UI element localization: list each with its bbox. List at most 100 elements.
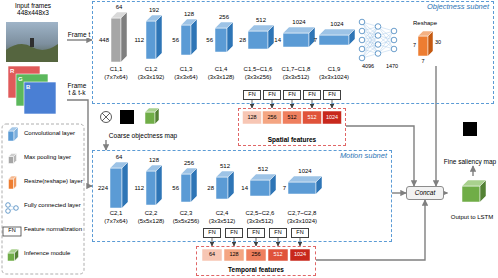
feature-cell — [323, 111, 342, 124]
layer-name: C1,3 — [180, 66, 193, 72]
layer-name: C1,5~C1,6 — [244, 66, 273, 72]
conv-layer-block — [215, 28, 227, 52]
layer-name: C2,3 — [180, 210, 193, 216]
conv-layer-block — [283, 33, 309, 47]
fc-neuron — [391, 46, 397, 52]
dimension-label: 7 — [413, 43, 416, 49]
conv-layer-block — [268, 25, 274, 49]
feature-cell — [263, 111, 282, 124]
legend-sample-text: FN — [8, 228, 15, 234]
reshape-block — [428, 31, 433, 56]
legend-swatch — [9, 157, 14, 164]
layer-name: C2,1 — [110, 210, 123, 216]
dimension-label: 512 — [258, 166, 268, 172]
dimension-label: 224 — [98, 185, 108, 191]
b-plane — [24, 82, 56, 114]
fn-box: FN — [243, 90, 261, 100]
fn-box-text: FN — [288, 92, 295, 98]
feature-dimension: 128 — [247, 115, 256, 121]
legend-swatch — [14, 127, 18, 141]
legend-text: Feature normalization — [24, 226, 84, 233]
legend-text: Max pooling layer — [24, 154, 84, 161]
legend-swatch — [6, 209, 11, 214]
legend-text: Resize(reshape) layer — [24, 178, 84, 185]
input-frames-text: Input frames 448x448x3 — [0, 2, 67, 17]
conv-layer-block — [146, 21, 156, 59]
legend-swatch — [8, 253, 15, 261]
feature-cell — [202, 249, 222, 261]
fn-box: FN — [263, 90, 281, 100]
dimension-label: 1024 — [298, 168, 311, 174]
conv-layer-block — [227, 22, 233, 52]
feature-dimension: 512 — [307, 115, 316, 121]
fc-neuron — [375, 33, 381, 39]
dimension-label: 128 — [184, 11, 194, 17]
layer-parameters: (3x3x512) — [209, 218, 236, 224]
layer-parameters: (3x3x192) — [138, 74, 165, 80]
conv-layer-block — [122, 162, 128, 208]
coarse-map: Coarse objectness map — [96, 106, 190, 140]
conv-layer-block — [228, 171, 234, 199]
fn-box: FN — [247, 228, 265, 238]
saliency-map: Fine saliency map — [443, 120, 497, 166]
feature-cell — [303, 111, 322, 124]
conv-layer-block — [319, 35, 349, 45]
conv-layer-block — [270, 174, 276, 196]
fn-box-text: FN — [308, 92, 315, 98]
fn-box-text: FN — [274, 230, 281, 236]
connector — [272, 100, 273, 108]
input-photo — [30, 38, 34, 47]
legend-text: Convolutional layer — [24, 130, 84, 137]
dimension-label: 14 — [241, 185, 248, 191]
dimension-label: 14 — [274, 37, 281, 43]
fc-neuron — [359, 28, 365, 34]
edge-label: Frame t — [66, 31, 92, 38]
inference-cube — [145, 112, 155, 124]
dimension-label: 1024 — [292, 19, 305, 25]
connector — [252, 100, 253, 108]
conv-layer-block — [349, 29, 355, 45]
edge-label: Frame t & t-k — [66, 82, 88, 97]
legend-text: Inference module — [24, 250, 84, 257]
fn-box: FN — [291, 228, 309, 238]
dimension-label: 64 — [116, 4, 123, 10]
layer-parameters: (3x3x1024) — [319, 74, 349, 80]
dimension-label: 56 — [206, 37, 213, 43]
fn-box-text: FN — [208, 230, 215, 236]
layer-name: C2,5~C2,6 — [246, 210, 275, 216]
dimension-label: 56 — [172, 185, 179, 191]
conv-layer-block — [121, 12, 127, 62]
conv-layer-block — [250, 180, 270, 196]
fc-neuron — [375, 42, 381, 48]
fc-neuron — [391, 37, 397, 43]
feature-dimension: 256 — [267, 115, 276, 121]
fn-box: FN — [225, 228, 243, 238]
concat-box-text: Concat — [415, 189, 436, 196]
fn-box: FN — [323, 90, 341, 100]
dimension-label: 256 — [219, 14, 229, 20]
legend-frame — [2, 124, 84, 274]
layer-name: C1,1 — [110, 66, 123, 72]
connector — [392, 192, 406, 193]
fc-neuron — [375, 24, 381, 30]
output-cube-text: Output to LSTM — [451, 214, 493, 221]
feature-dimension: 256 — [251, 252, 260, 258]
feature-dimension: 128 — [229, 252, 238, 258]
inference-cube — [480, 180, 486, 202]
multiply-symbol — [102, 113, 110, 121]
fn-box: FN — [203, 228, 221, 238]
layer-name: C1,7~C1,8 — [282, 66, 311, 72]
fc-neuron — [375, 51, 381, 57]
legend-swatch — [14, 154, 17, 164]
connector — [292, 100, 293, 108]
reshape-block — [418, 36, 428, 56]
legend-swatch — [15, 249, 19, 261]
connector — [435, 66, 436, 186]
dimension-label: 512 — [220, 163, 230, 169]
dimension-label: 28 — [239, 37, 246, 43]
conv-layer-block — [110, 168, 122, 208]
connector — [316, 200, 425, 260]
conv-layer-block — [181, 25, 191, 55]
connector — [67, 100, 92, 186]
coarse-map-text: Coarse objectness map — [109, 132, 177, 139]
